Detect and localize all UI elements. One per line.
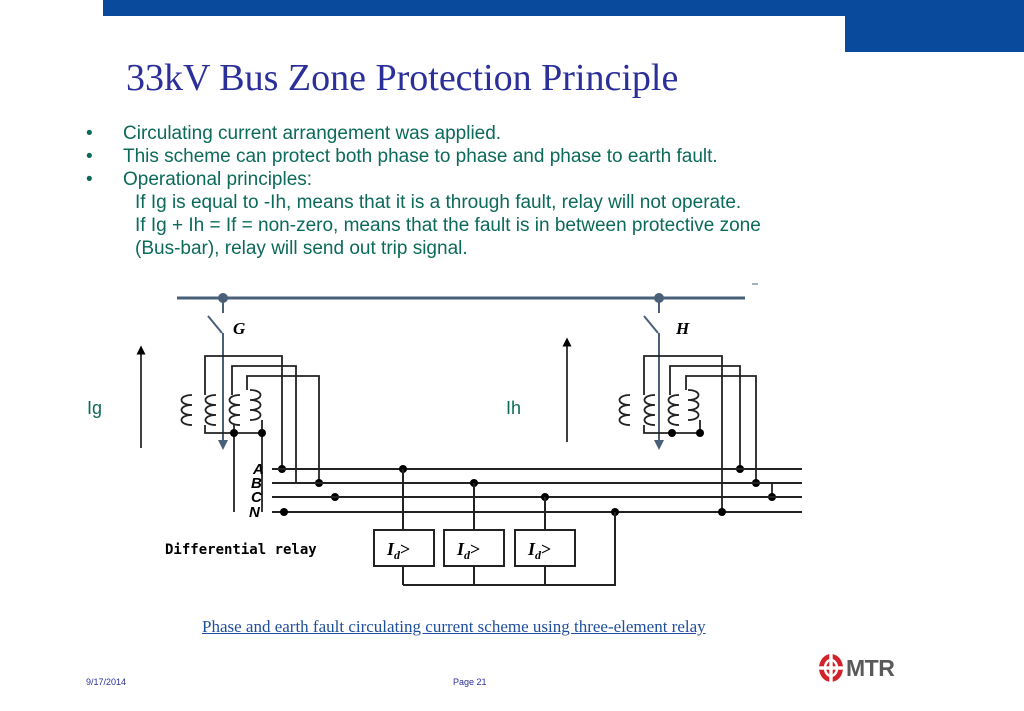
breaker-h-label: H <box>675 319 690 338</box>
diagram-caption: Phase and earth fault circulating curren… <box>202 617 706 636</box>
relay-element: Id> <box>514 529 576 567</box>
feeder-g <box>207 293 228 450</box>
ct-group-left <box>180 355 320 512</box>
mtr-logo-text: MTR <box>846 654 895 681</box>
feeder-h <box>643 293 664 450</box>
bullet-item: • This scheme can protect both phase to … <box>86 145 761 168</box>
header-bar <box>103 0 1024 16</box>
svg-text:Id>: Id> <box>386 539 410 562</box>
slide-title: 33kV Bus Zone Protection Principle <box>126 57 679 99</box>
ct-group-right <box>618 355 773 512</box>
bullet-text: Operational principles: <box>123 169 313 190</box>
mtr-logo: MTR <box>818 653 895 683</box>
mtr-logo-icon <box>819 654 843 682</box>
sub-line: (Bus-bar), relay will send out trip sign… <box>135 238 468 259</box>
bullet-list: • Circulating current arrangement was ap… <box>86 122 761 260</box>
sub-line: If Ig is equal to -Ih, means that it is … <box>135 192 742 213</box>
sub-line: If Ig + Ih = If = non-zero, means that t… <box>135 215 761 236</box>
bullet-marker: • <box>86 123 93 144</box>
circuit-diagram: G H <box>87 283 802 586</box>
relay-element: Id> <box>443 529 505 567</box>
relay-wiring <box>402 469 616 586</box>
bus-nodes <box>280 465 726 516</box>
breaker-g-label: G <box>233 319 246 338</box>
bullet-item: • Circulating current arrangement was ap… <box>86 122 761 145</box>
ih-label: Ih <box>506 398 521 418</box>
bullet-text: This scheme can protect both phase to ph… <box>123 146 718 167</box>
header-corner-block <box>845 16 1024 52</box>
bullet-text: Circulating current arrangement was appl… <box>123 123 502 144</box>
phase-label-a: A <box>252 461 264 478</box>
relay-label: Differential relay <box>165 542 317 558</box>
svg-text:Id>: Id> <box>527 539 551 562</box>
ig-label: Ig <box>87 398 102 418</box>
phase-label-b: B <box>251 475 262 492</box>
footer-date: 9/17/2014 <box>86 677 127 687</box>
phase-label-c: C <box>251 489 263 506</box>
bullet-marker: • <box>86 169 93 190</box>
ct-left-nodes <box>230 429 339 501</box>
phase-buses <box>272 468 802 513</box>
relay-element: Id> <box>373 529 435 567</box>
svg-text:Id>: Id> <box>456 539 480 562</box>
phase-label-n: N <box>249 504 261 521</box>
footer-page-number: Page 21 <box>453 677 487 687</box>
bullet-marker: • <box>86 146 93 167</box>
bullet-item: • Operational principles: <box>86 168 761 191</box>
